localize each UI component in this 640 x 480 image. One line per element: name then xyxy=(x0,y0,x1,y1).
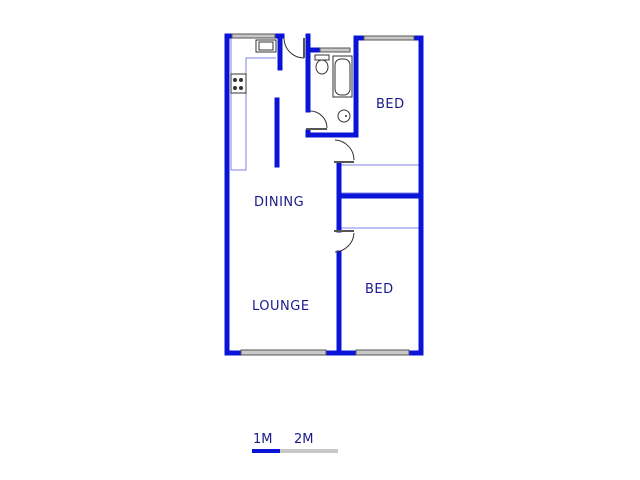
window-kitchen xyxy=(231,33,276,39)
scale-label-1m: 1M xyxy=(253,432,273,447)
bathtub-icon xyxy=(332,55,353,98)
door-arc-bed1 xyxy=(334,139,355,161)
window-bed2 xyxy=(355,349,410,356)
thin-outlines xyxy=(230,38,420,229)
fixtures xyxy=(230,39,353,123)
door-arc-entrance xyxy=(283,37,305,59)
room-label-dining: DINING xyxy=(254,195,304,210)
scale-bar: 1M 2M xyxy=(252,432,338,453)
door-arc-bed2 xyxy=(334,232,355,253)
scale-label-2m: 2M xyxy=(294,432,314,447)
scale-bar-rest xyxy=(280,449,338,453)
window-lounge xyxy=(240,349,327,356)
room-label-bed2: BED xyxy=(365,282,394,297)
window-bathroom xyxy=(319,47,351,53)
stove-icon xyxy=(230,73,247,94)
kitchen-sink-icon xyxy=(255,39,277,53)
window-bed1 xyxy=(363,35,415,41)
scale-bar-1m xyxy=(252,449,280,453)
toilet-icon xyxy=(314,54,330,75)
room-label-lounge: LOUNGE xyxy=(252,299,310,314)
door-arc-bathroom xyxy=(309,110,328,129)
room-label-bed1: BED xyxy=(376,97,405,112)
basin-icon xyxy=(337,109,351,123)
doors xyxy=(283,37,355,253)
windows xyxy=(231,33,415,356)
